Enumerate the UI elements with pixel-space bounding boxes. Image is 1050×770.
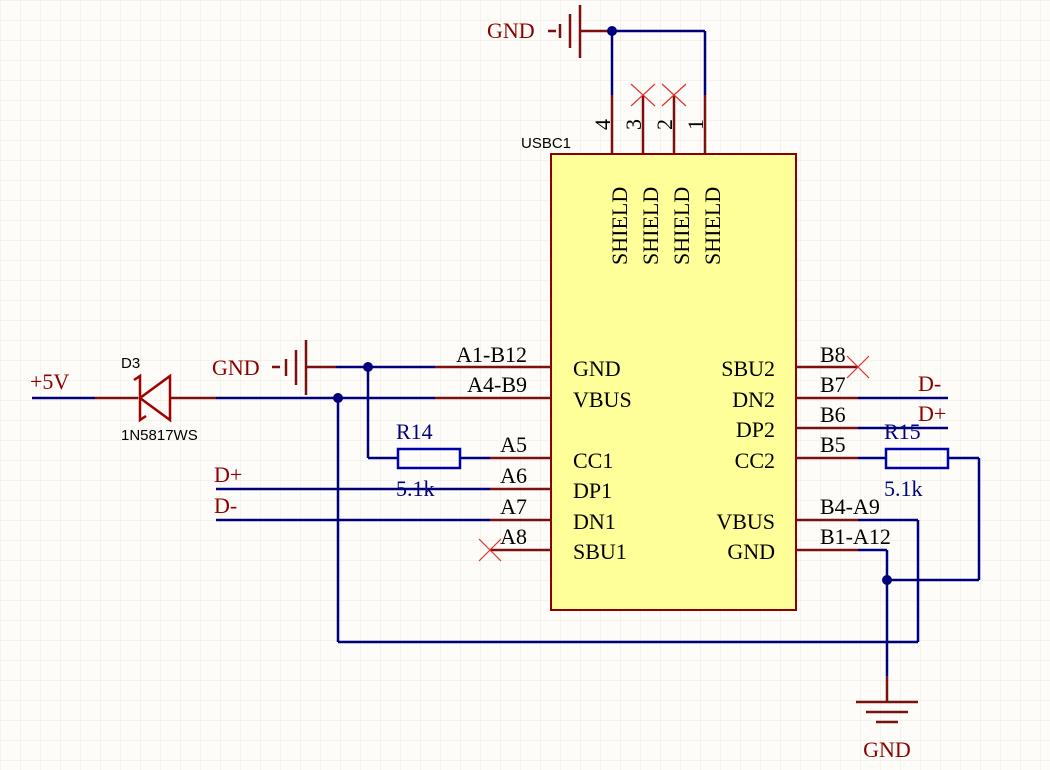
left-pin-name: DN1 xyxy=(573,509,616,534)
left-pin-labels: A1-B12 GND A4-B9 VBUS A5 CC1 A6 DP1 A7 D… xyxy=(456,342,632,564)
resistor-r15 xyxy=(884,447,950,470)
shield-pin-name: SHIELD xyxy=(638,187,663,265)
net-label-gnd-bottom: GND xyxy=(863,737,911,762)
shield-pin-number: 1 xyxy=(683,119,708,130)
net-label-dplus-left: D+ xyxy=(214,462,242,487)
junction-shield xyxy=(607,26,617,36)
diode-designator: D3 xyxy=(121,355,140,372)
gnd-symbol-top xyxy=(558,5,612,58)
shield-pin-number: 4 xyxy=(590,119,615,130)
net-label-gnd-left: GND xyxy=(212,355,260,380)
net-label-gnd-top: GND xyxy=(487,18,535,43)
left-pin-number: A8 xyxy=(500,524,527,549)
left-wires xyxy=(216,365,918,644)
net-label-dminus-right: D- xyxy=(918,371,941,396)
left-pin-number: A4-B9 xyxy=(467,372,527,397)
right-pin-name: DP2 xyxy=(736,417,775,442)
r14-value: 5.1k xyxy=(396,476,435,501)
left-pin-name: SBU1 xyxy=(573,539,627,564)
no-connect-mark-a8 xyxy=(478,538,502,562)
left-pin-name: VBUS xyxy=(573,387,632,412)
right-wires xyxy=(858,396,981,676)
right-pin-number: B5 xyxy=(820,432,846,457)
shield-pin-numbers: 4 3 2 1 xyxy=(590,119,708,130)
shield-pin-name: SHIELD xyxy=(700,187,725,265)
right-pin-name: VBUS xyxy=(716,509,775,534)
right-pin-number: B8 xyxy=(820,342,846,367)
r15-value: 5.1k xyxy=(884,476,923,501)
shield-pin-name: SHIELD xyxy=(669,187,694,265)
right-pin-number: B6 xyxy=(820,402,846,427)
usbc-connector-body xyxy=(550,153,797,611)
net-label-plus5v: +5V xyxy=(30,369,69,394)
shield-pin-number: 3 xyxy=(621,119,646,130)
junction-vbus-left xyxy=(333,393,343,403)
right-pin-number: B1-A12 xyxy=(820,524,891,549)
right-pin-number: B4-A9 xyxy=(820,494,880,519)
r15-designator: R15 xyxy=(884,419,921,444)
right-pin-lines xyxy=(796,365,858,552)
right-pin-name: CC2 xyxy=(735,448,775,473)
left-pin-name: GND xyxy=(573,356,621,381)
diode-part-number: 1N5817WS xyxy=(121,427,198,444)
no-connect-marks-shield xyxy=(630,83,687,107)
connector-designator: USBC1 xyxy=(521,135,571,152)
shield-pins xyxy=(610,95,707,154)
net-label-dplus-right: D+ xyxy=(918,401,946,426)
net-label-dminus-left: D- xyxy=(214,493,237,518)
left-pin-number: A5 xyxy=(500,432,527,457)
shield-pin-number: 2 xyxy=(652,119,677,130)
shield-pin-name: SHIELD xyxy=(607,187,632,265)
left-pin-name: DP1 xyxy=(573,478,612,503)
shield-pin-names: SHIELD SHIELD SHIELD SHIELD xyxy=(607,187,725,265)
gnd-symbol-bottom xyxy=(856,676,918,724)
right-pin-name: SBU2 xyxy=(721,356,775,381)
right-pin-number: B7 xyxy=(820,372,846,397)
r14-designator: R14 xyxy=(396,419,433,444)
gnd-symbol-left xyxy=(272,340,336,395)
junction-gnd-left xyxy=(363,362,373,372)
junction-gnd-right xyxy=(882,575,892,585)
left-pin-number: A7 xyxy=(500,494,527,519)
right-pin-name: GND xyxy=(727,539,775,564)
right-pin-labels: SBU2 B8 DN2 B7 DP2 B6 CC2 B5 VBUS B4-A9 … xyxy=(716,342,891,564)
left-pin-name: CC1 xyxy=(573,448,613,473)
left-pin-lines xyxy=(435,365,551,552)
shield-wires xyxy=(610,29,707,95)
left-pin-number: A1-B12 xyxy=(456,342,527,367)
no-connect-mark-b8 xyxy=(846,355,870,379)
right-pin-name: DN2 xyxy=(732,387,775,412)
diode-d3 xyxy=(95,373,216,423)
left-pin-number: A6 xyxy=(500,463,527,488)
resistor-r14 xyxy=(396,447,462,470)
